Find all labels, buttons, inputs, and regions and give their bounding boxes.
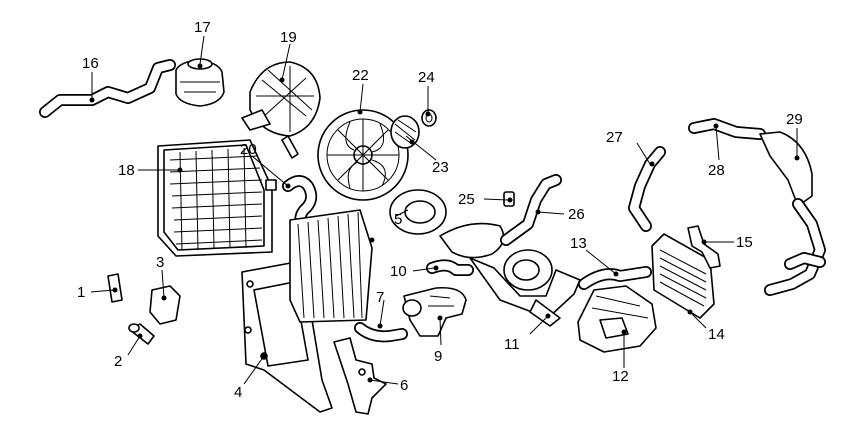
part-5-seal-ring bbox=[389, 189, 447, 235]
callout-28: 28 bbox=[708, 162, 725, 179]
callout-7: 7 bbox=[376, 289, 384, 306]
part-15-bracket bbox=[687, 225, 721, 269]
intercooler-core bbox=[289, 209, 373, 323]
part-19-fan-shroud bbox=[241, 61, 321, 159]
part-6-bracket bbox=[333, 337, 387, 415]
part-26-hose bbox=[500, 174, 562, 246]
callout-5: 5 bbox=[394, 211, 402, 228]
part-13-hose bbox=[578, 266, 652, 290]
part-16-hose bbox=[39, 59, 176, 118]
callout-23: 23 bbox=[432, 159, 449, 176]
callout-13: 13 bbox=[570, 235, 587, 252]
callout-18: 18 bbox=[118, 162, 135, 179]
callout-14: 14 bbox=[708, 326, 725, 343]
part-29-air-duct bbox=[759, 131, 826, 296]
callout-17: 17 bbox=[194, 19, 211, 36]
callout-2: 2 bbox=[114, 353, 122, 370]
callout-25: 25 bbox=[458, 191, 475, 208]
part-3-bracket bbox=[149, 285, 181, 325]
part-9-auxiliary-pump bbox=[402, 286, 467, 337]
part-14-intercooler bbox=[651, 233, 715, 319]
callout-26: 26 bbox=[568, 206, 585, 223]
callout-20: 20 bbox=[240, 141, 257, 158]
callout-9: 9 bbox=[434, 348, 442, 365]
callout-12: 12 bbox=[612, 368, 629, 385]
callout-22: 22 bbox=[352, 67, 369, 84]
callout-3: 3 bbox=[156, 254, 164, 271]
callout-29: 29 bbox=[786, 111, 803, 128]
part-22-fan bbox=[317, 109, 409, 201]
part-18-radiator bbox=[157, 139, 277, 257]
part-28-hose bbox=[688, 118, 766, 140]
part-12-air-box bbox=[577, 285, 657, 353]
part-2-sensor bbox=[128, 323, 155, 345]
part-17-expansion-tank bbox=[175, 58, 225, 107]
leader-lines bbox=[90, 35, 798, 385]
callout-11: 11 bbox=[504, 336, 520, 353]
callout-10: 10 bbox=[390, 263, 407, 280]
part-7-hose bbox=[354, 322, 408, 343]
part-11-intake-duct bbox=[439, 222, 581, 327]
callout-6: 6 bbox=[400, 377, 408, 394]
callout-24: 24 bbox=[418, 69, 435, 86]
callout-27: 27 bbox=[606, 129, 623, 146]
callout-19: 19 bbox=[280, 29, 297, 46]
callout-4: 4 bbox=[234, 384, 242, 401]
part-27-hose bbox=[628, 146, 666, 232]
callout-16: 16 bbox=[82, 55, 99, 72]
leader-dots bbox=[89, 63, 800, 383]
callout-15: 15 bbox=[736, 234, 753, 251]
callout-1: 1 bbox=[77, 284, 85, 301]
part-1-clip bbox=[107, 273, 123, 303]
callout-labels: 16 17 19 22 24 23 18 20 5 25 26 27 28 29… bbox=[77, 19, 803, 401]
